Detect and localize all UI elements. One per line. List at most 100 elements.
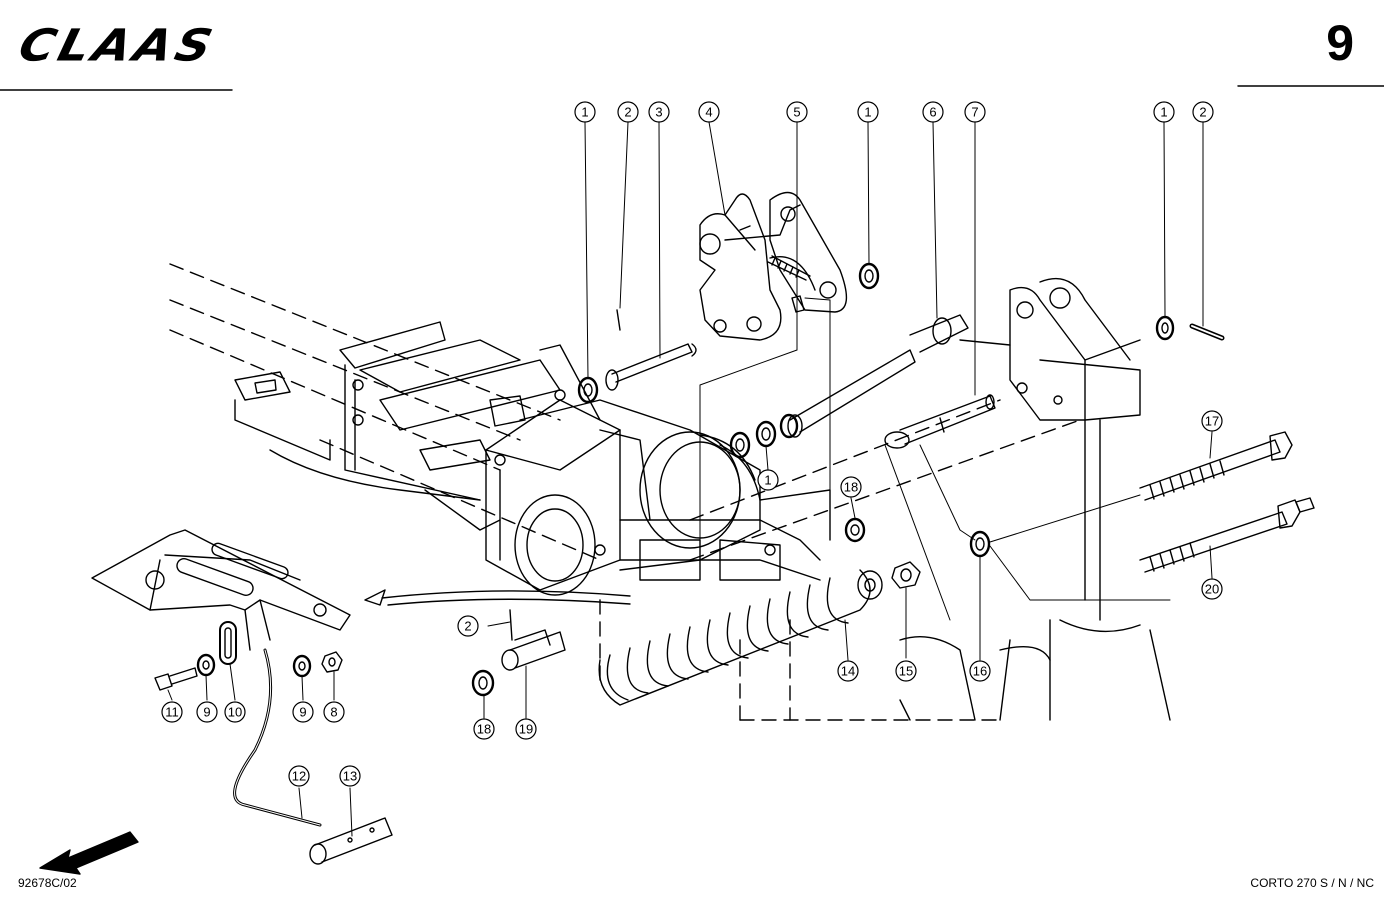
spring-14 <box>598 569 883 706</box>
callout-label: 1 <box>864 105 871 120</box>
guide-bracket <box>91 529 351 651</box>
right-support-bracket <box>899 277 1171 721</box>
split-pin-2-lower <box>509 609 513 641</box>
callout-label: 18 <box>477 722 491 737</box>
split-pin-2-right-hl <box>1191 325 1223 339</box>
callout-c10: 10 <box>224 701 246 723</box>
callout-circle <box>922 101 944 123</box>
callout-label: 16 <box>973 664 987 679</box>
callout-c1d: 1 <box>757 469 779 491</box>
cable-12-hl <box>234 649 321 826</box>
callout-c2b: 2 <box>1192 101 1214 123</box>
callout-label: 14 <box>841 664 855 679</box>
direction-arrow-line <box>381 590 631 599</box>
callout-label: 8 <box>330 705 337 720</box>
washer-1-right <box>1155 315 1175 341</box>
callout-circle <box>323 701 345 723</box>
leader-lines <box>167 121 1213 837</box>
callout-label: 7 <box>971 105 978 120</box>
callout-label: 1 <box>581 105 588 120</box>
washer-16 <box>969 530 991 558</box>
callout-circle <box>339 765 361 787</box>
split-pin-2 <box>616 309 621 331</box>
callout-circle <box>473 718 495 740</box>
callout-circle <box>617 101 639 123</box>
callout-c7: 7 <box>964 101 986 123</box>
callout-label: 19 <box>519 722 533 737</box>
callout-c2c: 2 <box>457 615 479 637</box>
callout-label: 1 <box>764 473 771 488</box>
callout-c1c: 1 <box>1153 101 1175 123</box>
callout-circle <box>757 469 779 491</box>
callout-label: 12 <box>292 769 306 784</box>
callout-c11: 11 <box>161 701 183 723</box>
washer-18-mid <box>844 517 866 543</box>
callout-label: 6 <box>929 105 936 120</box>
lever-plate-4 <box>699 193 801 341</box>
callout-circle <box>1192 101 1214 123</box>
callout-label: 5 <box>793 105 800 120</box>
callout-c9a: 9 <box>196 701 218 723</box>
callout-c18b: 18 <box>473 718 495 740</box>
washer-1-upper <box>858 262 880 290</box>
callout-label: 2 <box>1199 105 1206 120</box>
lever-plate-5 <box>769 191 848 313</box>
callout-label: 3 <box>655 105 662 120</box>
callout-c6: 6 <box>922 101 944 123</box>
callout-c2a: 2 <box>617 101 639 123</box>
callout-c9b: 9 <box>292 701 314 723</box>
callout-c19: 19 <box>515 718 537 740</box>
tube-6 <box>787 314 969 438</box>
callout-circle <box>786 101 808 123</box>
nut-8 <box>321 651 343 673</box>
callout-label: 2 <box>464 619 471 634</box>
callout-circle <box>457 615 479 637</box>
callout-label: 9 <box>203 705 210 720</box>
callout-label: 13 <box>343 769 357 784</box>
callout-circle <box>964 101 986 123</box>
callout-c3: 3 <box>648 101 670 123</box>
frame-rails-dashed <box>169 263 1081 721</box>
callout-label: 18 <box>844 480 858 495</box>
callout-label: 4 <box>705 105 712 120</box>
callout-c12: 12 <box>288 765 310 787</box>
gearbox-housing <box>514 399 831 596</box>
callout-c14: 14 <box>837 660 859 682</box>
callout-label: 9 <box>299 705 306 720</box>
callout-circle <box>224 701 246 723</box>
page-number: 9 <box>1326 15 1354 71</box>
callout-circle <box>515 718 537 740</box>
front-direction-arrow <box>39 831 139 875</box>
callout-circle <box>837 660 859 682</box>
callout-c13: 13 <box>339 765 361 787</box>
callout-c1a: 1 <box>574 101 596 123</box>
main-frame <box>234 321 621 591</box>
callout-circle <box>161 701 183 723</box>
callout-circle <box>574 101 596 123</box>
callout-c20: 20 <box>1201 578 1223 600</box>
washer-9-right <box>292 654 312 678</box>
spring-pin-upper <box>767 255 811 281</box>
callout-c15: 15 <box>895 660 917 682</box>
callout-label: 17 <box>1205 414 1219 429</box>
bolt-17 <box>1139 431 1293 501</box>
sleeve-13 <box>309 817 393 865</box>
callout-circle <box>196 701 218 723</box>
drawing-code: 92678C/02 <box>18 876 77 890</box>
pin-19 <box>501 629 566 671</box>
callout-circle <box>1153 101 1175 123</box>
bolt-20 <box>1139 497 1315 573</box>
pin-7 <box>884 394 996 449</box>
washer-18-lower <box>471 669 495 697</box>
callout-c8: 8 <box>323 701 345 723</box>
callout-label: 10 <box>228 705 242 720</box>
callout-circle <box>1201 578 1223 600</box>
callout-circle <box>648 101 670 123</box>
model-designation: CORTO 270 S / N / NC <box>1250 876 1374 890</box>
pin-3 <box>605 343 697 391</box>
callout-circle <box>895 660 917 682</box>
bolt-11 <box>154 667 198 691</box>
callout-label: 2 <box>624 105 631 120</box>
